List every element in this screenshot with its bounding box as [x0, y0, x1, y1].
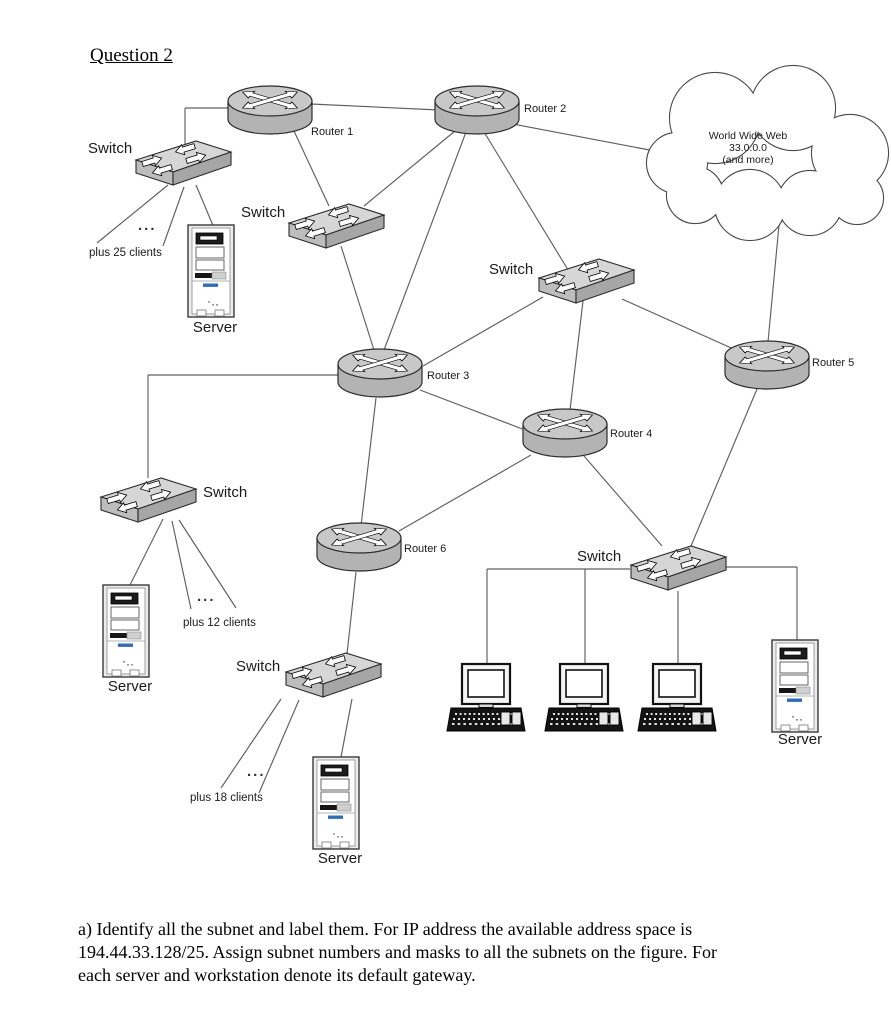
- link-switchC-router4: [569, 300, 584, 411]
- workstation-3-icon: [636, 662, 718, 733]
- link-router1-router2: [310, 103, 440, 111]
- switch-c-icon: [539, 259, 634, 303]
- switch-b-icon: [289, 204, 384, 248]
- switch-a-icon: [136, 141, 231, 185]
- router-1-label: Router 1: [311, 126, 353, 138]
- link-router6-switchF: [346, 571, 357, 655]
- switch-a-label: Switch: [88, 140, 132, 157]
- link-router2-cloud: [496, 120, 661, 153]
- workstation-2-icon: [543, 662, 625, 733]
- server-4-icon: [771, 639, 819, 733]
- workstation-1-icon: [445, 662, 527, 733]
- link-switchD-client2: [178, 519, 237, 609]
- link-switchD-client1: [171, 520, 192, 610]
- server-4-label: Server: [778, 731, 822, 748]
- clients-c-ellipsis: ...: [247, 763, 266, 780]
- page-title: Question 2: [90, 45, 173, 66]
- switch-f-label: Switch: [236, 658, 280, 675]
- question-text: a) Identify all the subnet and label the…: [78, 918, 873, 987]
- router-4-label: Router 4: [610, 428, 652, 440]
- clients-a-ellipsis: ...: [138, 217, 157, 234]
- router-2-label: Router 2: [524, 103, 566, 115]
- server-1-label: Server: [193, 319, 237, 336]
- server-3-icon: [312, 756, 360, 850]
- link-switchC-router3: [422, 296, 544, 367]
- link-router2-switchC: [480, 126, 574, 279]
- link-router3-router6: [360, 397, 377, 527]
- server-2-label: Server: [108, 678, 152, 695]
- router-2-icon: [435, 86, 519, 134]
- link-switchB-router3: [340, 245, 375, 351]
- link-router2-router3: [383, 131, 467, 351]
- link-router2-switchB: [363, 130, 456, 207]
- cloud-label-line1: World Wide Web: [709, 130, 788, 142]
- link-router1-switchB: [293, 130, 330, 207]
- router-4-icon: [523, 409, 607, 457]
- switch-d-icon: [101, 478, 196, 522]
- link-switchF-server3: [340, 698, 353, 758]
- router-3-icon: [338, 349, 422, 397]
- links: [96, 103, 798, 794]
- server-3-label: Server: [318, 850, 362, 867]
- server-2-icon: [102, 584, 150, 678]
- question-line-1: a) Identify all the subnet and label the…: [78, 919, 693, 939]
- clients-c-label: plus 18 clients: [190, 792, 263, 804]
- link-router4-switchE: [583, 455, 663, 547]
- clients-a-label: plus 25 clients: [89, 247, 162, 259]
- clients-b-label: plus 12 clients: [183, 617, 256, 629]
- router-3-label: Router 3: [427, 370, 469, 382]
- server-1-icon: [187, 224, 235, 318]
- cloud-label-line3: (and more): [722, 154, 773, 166]
- link-switchF-client1: [220, 698, 282, 789]
- link-switchA-client2: [162, 186, 185, 247]
- link-switchA-client1: [96, 184, 169, 244]
- router-6-icon: [317, 523, 401, 571]
- www-cloud: World Wide Web 33.0.0.0 (and more): [645, 64, 890, 242]
- switch-e-label: Switch: [577, 548, 621, 565]
- router-5-label: Router 5: [812, 357, 854, 369]
- link-switchD-server2: [129, 518, 164, 586]
- question-line-2: 194.44.33.128/25. Assign subnet numbers …: [78, 942, 717, 962]
- switch-f-icon: [286, 653, 381, 697]
- link-router3-router4: [419, 389, 526, 431]
- link-router4-router6: [398, 454, 532, 532]
- router-1-icon: [228, 86, 312, 134]
- router-5-icon: [725, 341, 809, 389]
- question-line-3: each server and workstation denote its d…: [78, 965, 476, 985]
- switch-d-label: Switch: [203, 484, 247, 501]
- cloud-label-line2: 33.0.0.0: [729, 142, 767, 154]
- switch-b-label: Switch: [241, 204, 285, 221]
- link-switchA-server1: [195, 184, 215, 229]
- clients-b-ellipsis: ...: [197, 588, 216, 605]
- link-router5-switchE: [690, 388, 758, 547]
- link-cloud-router5: [767, 224, 780, 343]
- switch-c-label: Switch: [489, 261, 533, 278]
- router-6-label: Router 6: [404, 543, 446, 555]
- switch-e-icon: [631, 546, 726, 590]
- link-switchC-router5: [621, 298, 739, 352]
- link-switchF-client2: [258, 699, 300, 794]
